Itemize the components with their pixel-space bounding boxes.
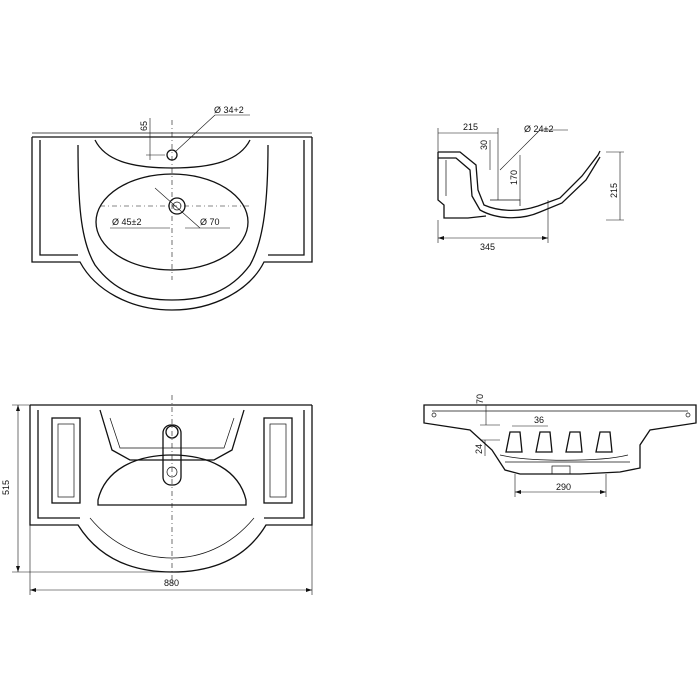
- rib-width-label: 36: [534, 415, 544, 425]
- rear-view: [423, 404, 697, 497]
- drain-diameter-label: Ø 45±2: [112, 217, 141, 227]
- rim-offset-label: 30: [479, 140, 489, 150]
- side-tap-hole-diameter-label: Ø 24±2: [524, 124, 553, 134]
- depth-label: 515: [1, 480, 11, 495]
- drain-outer-diameter-label: Ø 70: [200, 217, 220, 227]
- rim-height-label: 70: [475, 394, 485, 404]
- tap-hole-diameter-label: Ø 34+2: [214, 105, 244, 115]
- projection-label: 345: [480, 242, 495, 252]
- bottom-view: [12, 395, 313, 595]
- side-section-view: [437, 128, 624, 243]
- bowl-depth-label: 170: [509, 170, 519, 185]
- top-depth-label: 215: [463, 122, 478, 132]
- top-view: [31, 114, 313, 311]
- width-label: 880: [164, 578, 179, 588]
- foot-height-label: 24: [474, 444, 484, 454]
- height-label: 215: [609, 183, 619, 198]
- foot-span-label: 290: [556, 482, 571, 492]
- tap-hole-offset-label: 65: [139, 121, 149, 131]
